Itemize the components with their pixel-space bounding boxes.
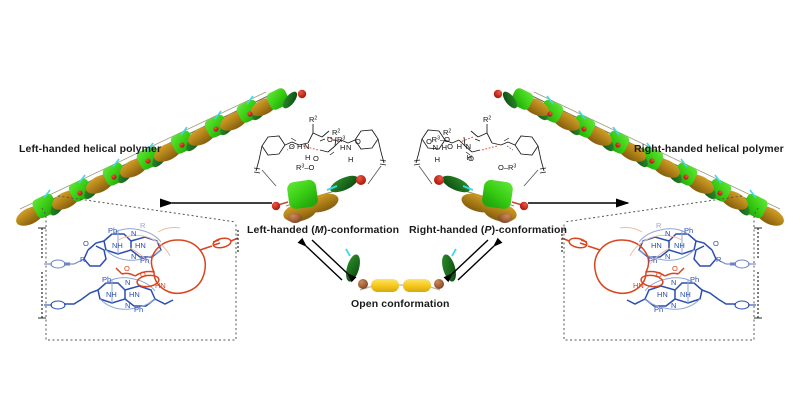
left-structure-atom-labels: O H N H R2 O–R3 O R3–O H N R2 H O [289,115,361,172]
atom-label-HN-2-r: HN [657,290,668,299]
atom-label-HN-r1: HN [155,281,166,290]
atom-label-Ph-4-r: Ph [654,305,663,314]
right-foldamer-detail-structure [561,227,762,319]
right-hydrogen-bond-structure [413,124,547,187]
atom-label-N2: N [346,143,351,152]
right-conformation-label: Right-handed (P)-conformation [409,224,567,236]
atom-label-Ph-1: Ph [108,226,117,235]
atom-label-NH-2: NH [106,290,117,299]
atom-label-R-faint: R [140,221,146,230]
atom-label-O-d1: O [83,239,89,248]
open-conformation-label: Open conformation [351,298,450,310]
right-p-conformation-model [434,175,529,223]
atom-label-N2-r: N [433,143,438,152]
atom-label-O-r1-r: O [656,270,662,279]
atom-label-O3: O [355,137,361,146]
atom-label-O2-r: O [468,154,474,163]
left-conformation-descriptor: M [314,224,324,236]
right-detail-atom-labels: Ph NH HN N N Ph O R Ph NH HN N N Ph O HN… [633,221,722,314]
right-conformation-descriptor: P [484,224,492,236]
right-callout-lines [563,195,759,341]
atom-label-H2: H [305,153,310,162]
atom-label-R2: R2 [309,115,317,124]
atom-label-H: H [297,142,302,151]
right-conformation-suffix: )-conformation [491,224,568,236]
atom-label-NH-1: NH [112,241,123,250]
atom-label-N-4-r: N [671,301,676,310]
atom-label-Ph-3-r: Ph [690,275,699,284]
atom-label-N-1: N [131,229,136,238]
atom-label-H3-r: H [442,143,447,152]
right-helical-polymer-graphic [493,88,784,226]
left-callout-lines [41,195,237,341]
left-detail-atom-labels: Ph NH HN N N Ph O R Ph NH HN N N Ph O HN… [80,221,166,314]
atom-label-O-r2-r: O [672,264,678,273]
atom-label-NH-2-r: NH [680,290,691,299]
atom-label-N-4: N [125,301,130,310]
atom-label-Ph-3: Ph [102,275,111,284]
atom-label-N-3-r: N [671,278,676,287]
atom-label-O-r: O [447,142,453,151]
atom-label-R2-r: R2 [483,115,491,124]
left-conformation-label: Left-handed (M)-conformation [247,224,399,236]
atom-label-OR3: O–R3 [327,135,345,144]
left-polymer-label: Left-handed helical polymer [19,143,162,155]
right-polymer-label: Right-handed helical polymer [634,143,784,155]
atom-label-HN-2: HN [129,290,140,299]
left-m-conformation-model [271,175,366,223]
atom-label-Ph-4: Ph [134,305,143,314]
left-foldamer-detail-structure [38,227,239,319]
right-structure-atom-labels: O H N H R2 R3–O O O–R3 H N R2 H O [426,115,516,172]
left-helical-polymer-graphic [16,88,307,226]
atom-label-R3O-r: O–R3 [498,163,516,172]
atom-label-R2b: R2 [332,128,340,137]
atom-label-HN-1-r: HN [651,241,662,250]
atom-label-R3O: R3–O [296,163,314,172]
atom-label-N-2-r: N [665,252,670,261]
atom-label-R-d1: R [80,255,86,264]
atom-label-H3: H [340,143,345,152]
atom-label-R2b-r: R2 [443,128,451,137]
open-conformation-model [345,248,457,292]
atom-label-R-d1-r: R [716,255,722,264]
atom-label-O3-r: O [426,137,432,146]
atom-label-O-d1-r: O [713,239,719,248]
left-conformation-suffix: )-conformation [323,224,400,236]
atom-label-R-faint-r: R [656,221,662,230]
left-equilibrium-arrow-icon [297,237,357,283]
atom-label-Ph-1-r: Ph [684,226,693,235]
atom-label-H2-r: H [467,153,472,162]
atom-label-O-r1: O [140,270,146,279]
atom-label-H4-r: H [435,155,440,164]
atom-label-HN-1: HN [135,241,146,250]
atom-label-N-1-r: N [665,229,670,238]
atom-label-Ph-2: Ph [140,256,149,265]
atom-label-HN-r1-r: HN [633,281,644,290]
atom-label-NH-1-r: NH [674,241,685,250]
left-conformation-prefix: Left-handed ( [247,224,315,236]
atom-label-O-r2: O [124,264,130,273]
atom-label-N-2: N [131,252,136,261]
atom-label-N-r: N [466,142,471,151]
atom-label-N-3: N [125,278,130,287]
atom-label-O: O [289,142,295,151]
atom-label-N: N [304,142,309,151]
atom-label-H4: H [348,155,353,164]
atom-label-Ph-2-r: Ph [648,256,657,265]
atom-label-OR3-r: R3–O [432,135,450,144]
atom-label-H-r: H [457,142,462,151]
right-conformation-prefix: Right-handed ( [409,224,485,236]
left-hydrogen-bond-structure [253,124,387,187]
right-equilibrium-arrow-icon [443,237,503,283]
atom-label-O2: O [313,154,319,163]
